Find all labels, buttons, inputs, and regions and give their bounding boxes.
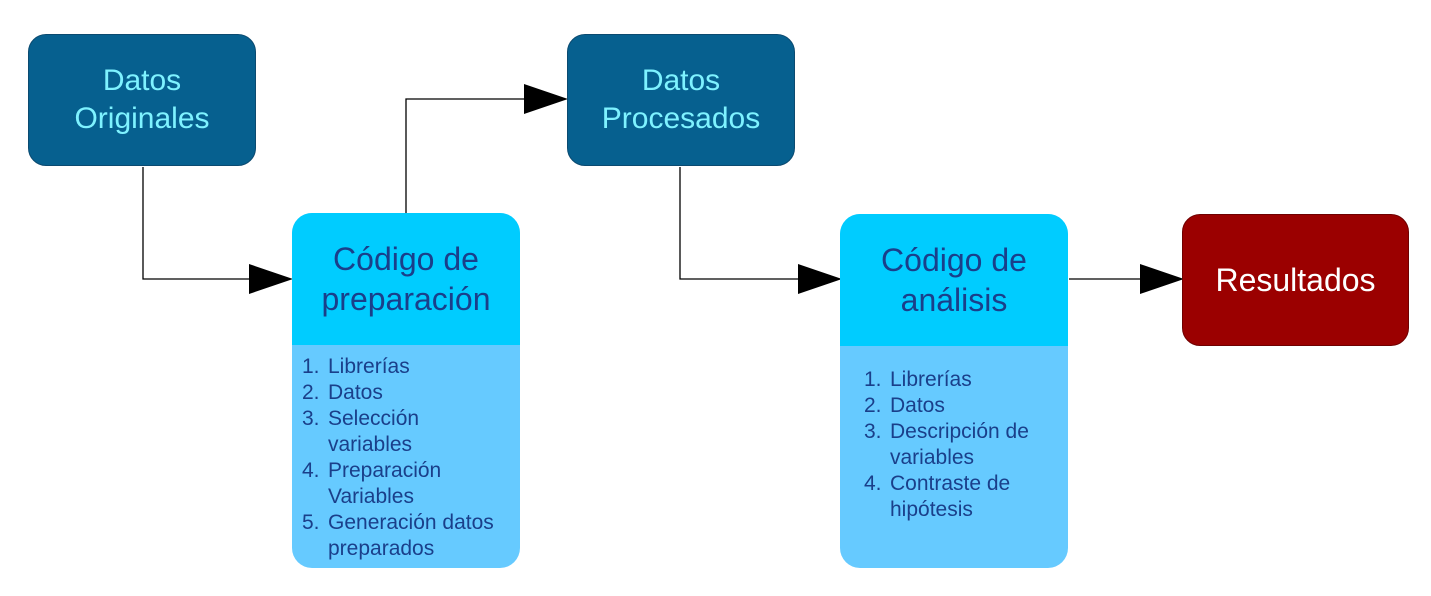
- step-number: 3.: [864, 420, 882, 443]
- list-item: 1. Librerías: [302, 354, 514, 380]
- step-number: 1.: [864, 368, 882, 391]
- step-number: 2.: [302, 381, 320, 404]
- step-number: 3.: [302, 407, 320, 430]
- step-number: 1.: [302, 355, 320, 378]
- resultados-label: Resultados: [1215, 262, 1376, 298]
- step-text: Datos: [890, 394, 945, 417]
- step-number: 2.: [864, 394, 882, 417]
- codigo-analisis-steps: 1. Librerías 2. Datos 3. Descripción de …: [864, 367, 1064, 523]
- resultados-node: Resultados: [1182, 214, 1409, 346]
- datos-procesados-line-1: Datos: [641, 64, 721, 97]
- list-item: 1. Librerías: [864, 367, 1064, 393]
- step-text: Preparación Variables: [328, 459, 442, 508]
- datos-procesados-node: Datos Procesados: [567, 34, 795, 166]
- list-item: 3. Descripción de variables: [864, 419, 1064, 471]
- list-item: 5. Generación datos preparados: [302, 510, 514, 562]
- step-number: 5.: [302, 511, 320, 534]
- list-item: 3. Selección variables: [302, 406, 514, 458]
- step-text: Librerías: [328, 355, 410, 378]
- list-item: 2. Datos: [302, 380, 514, 406]
- step-text: Contraste de hipótesis: [890, 472, 1011, 521]
- codigo-analisis-card: Código de análisis 1. Librerías 2. Datos…: [840, 214, 1068, 568]
- list-item: 4. Contraste de hipótesis: [864, 471, 1064, 523]
- arrowhead-resultados: [1140, 264, 1184, 294]
- codigo-analisis-title-line-2: análisis: [900, 282, 1008, 318]
- datos-originales-node: Datos Originales: [28, 34, 256, 166]
- arrowhead-procesados: [524, 84, 568, 114]
- codigo-analisis-title-line-1: Código de: [881, 242, 1027, 278]
- connector-preparacion-to-procesados: [405, 98, 527, 213]
- arrowhead-analisis: [798, 264, 842, 294]
- step-number: 4.: [864, 472, 882, 495]
- step-text: Librerías: [890, 368, 972, 391]
- step-text: Generación datos preparados: [328, 511, 494, 560]
- datos-originales-line-2: Originales: [74, 102, 210, 135]
- step-number: 4.: [302, 459, 320, 482]
- connector-procesados-to-analisis: [679, 167, 803, 280]
- codigo-preparacion-header: Código de preparación: [292, 213, 520, 345]
- step-text: Datos: [328, 381, 383, 404]
- codigo-preparacion-title-line-2: preparación: [321, 281, 491, 317]
- codigo-analisis-header: Código de análisis: [840, 214, 1068, 346]
- datos-procesados-line-2: Procesados: [601, 102, 761, 135]
- arrowhead-preparacion: [249, 264, 293, 294]
- list-item: 4. Preparación Variables: [302, 458, 514, 510]
- list-item: 2. Datos: [864, 393, 1064, 419]
- step-text: Descripción de variables: [890, 420, 1029, 469]
- codigo-preparacion-steps: 1. Librerías 2. Datos 3. Selección varia…: [302, 354, 514, 562]
- step-text: Selección variables: [328, 407, 420, 456]
- connector-originales-to-preparacion: [142, 167, 255, 280]
- datos-originales-line-1: Datos: [102, 64, 182, 97]
- codigo-preparacion-title-line-1: Código de: [333, 241, 479, 277]
- codigo-preparacion-card: Código de preparación 1. Librerías 2. Da…: [292, 213, 520, 568]
